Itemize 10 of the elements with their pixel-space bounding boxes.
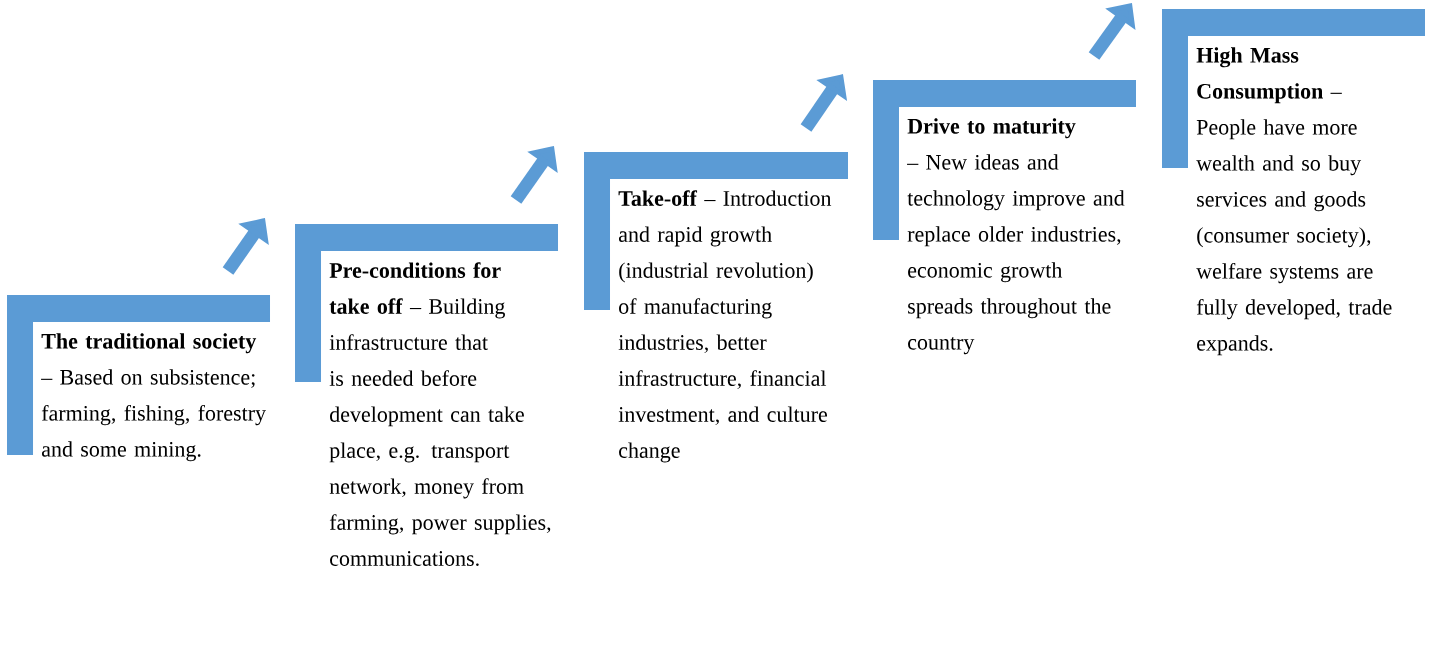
node-label: services and goods (consumer society), welfare systems are fully developed, trade expands.: [1196, 191, 1392, 356]
node-label: economic growth spreads throughout the country: [908, 262, 1111, 355]
arrow: [222, 218, 269, 275]
step-bracket: Drive to maturity – New ideas and technology improve and replace older industries, economic growth spreads throughout the country: [873, 80, 1136, 355]
step-bracket: Take-off – Introduction and rapid growth (industrial revolution) of manufacturing industries, better infrastructure, financial investment, and culture change: [584, 152, 848, 463]
node-label: industries, better infrastructure, financial investment, and culture change: [618, 334, 828, 463]
step-bracket: High Mass Consumption – People have more wealth and so buy services and goods (consumer society), welfare systems are fully developed, trade expands.: [1162, 9, 1425, 356]
step-bracket: Pre-conditions for take off – Building infrastructure that is needed before development can take place, e.g. transport network, money from farming, power supplies, communications.: [295, 224, 558, 566]
node-label: development can take place, e.g. transport network, money from farming, power supplies, communications.: [329, 406, 551, 566]
step-bracket: The traditional society – Based on subsistence; farming, fishing, forestry and some mining.: [7, 295, 270, 462]
